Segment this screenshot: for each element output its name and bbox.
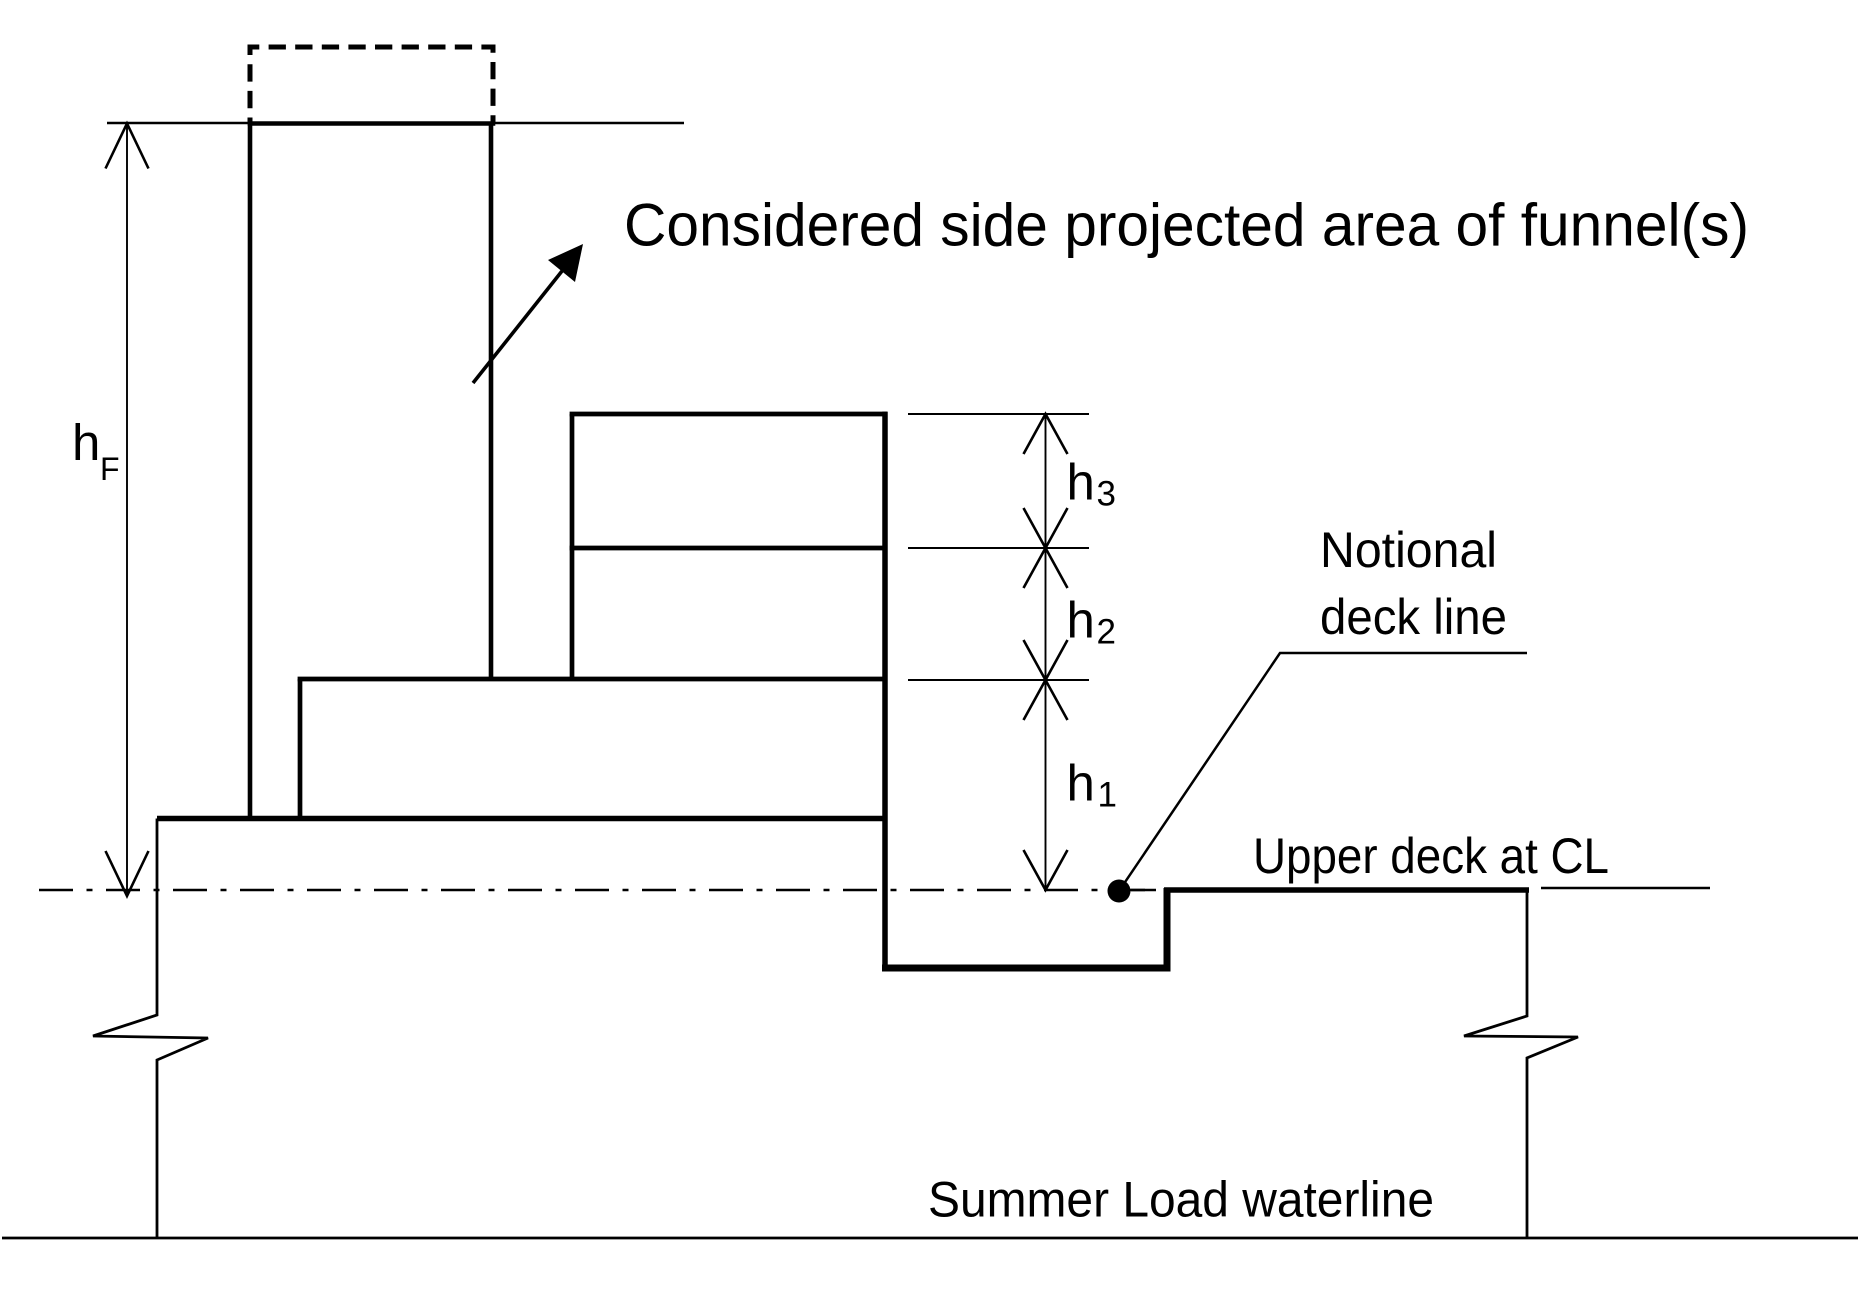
svg-text:3: 3: [1097, 475, 1116, 514]
svg-text:h: h: [1067, 592, 1095, 649]
svg-text:Notional: Notional: [1320, 522, 1497, 578]
svg-text:Summer Load waterline: Summer Load waterline: [928, 1172, 1434, 1228]
svg-text:F: F: [100, 451, 120, 487]
svg-text:h: h: [72, 414, 100, 471]
svg-text:h: h: [1067, 755, 1095, 812]
svg-text:Considered side projected area: Considered side projected area of funnel…: [624, 192, 1749, 259]
svg-text:h: h: [1067, 454, 1095, 511]
svg-text:2: 2: [1097, 613, 1116, 652]
svg-text:1: 1: [1098, 776, 1117, 815]
svg-text:Upper deck at CL: Upper deck at CL: [1253, 828, 1609, 884]
svg-text:deck line: deck line: [1320, 589, 1507, 645]
